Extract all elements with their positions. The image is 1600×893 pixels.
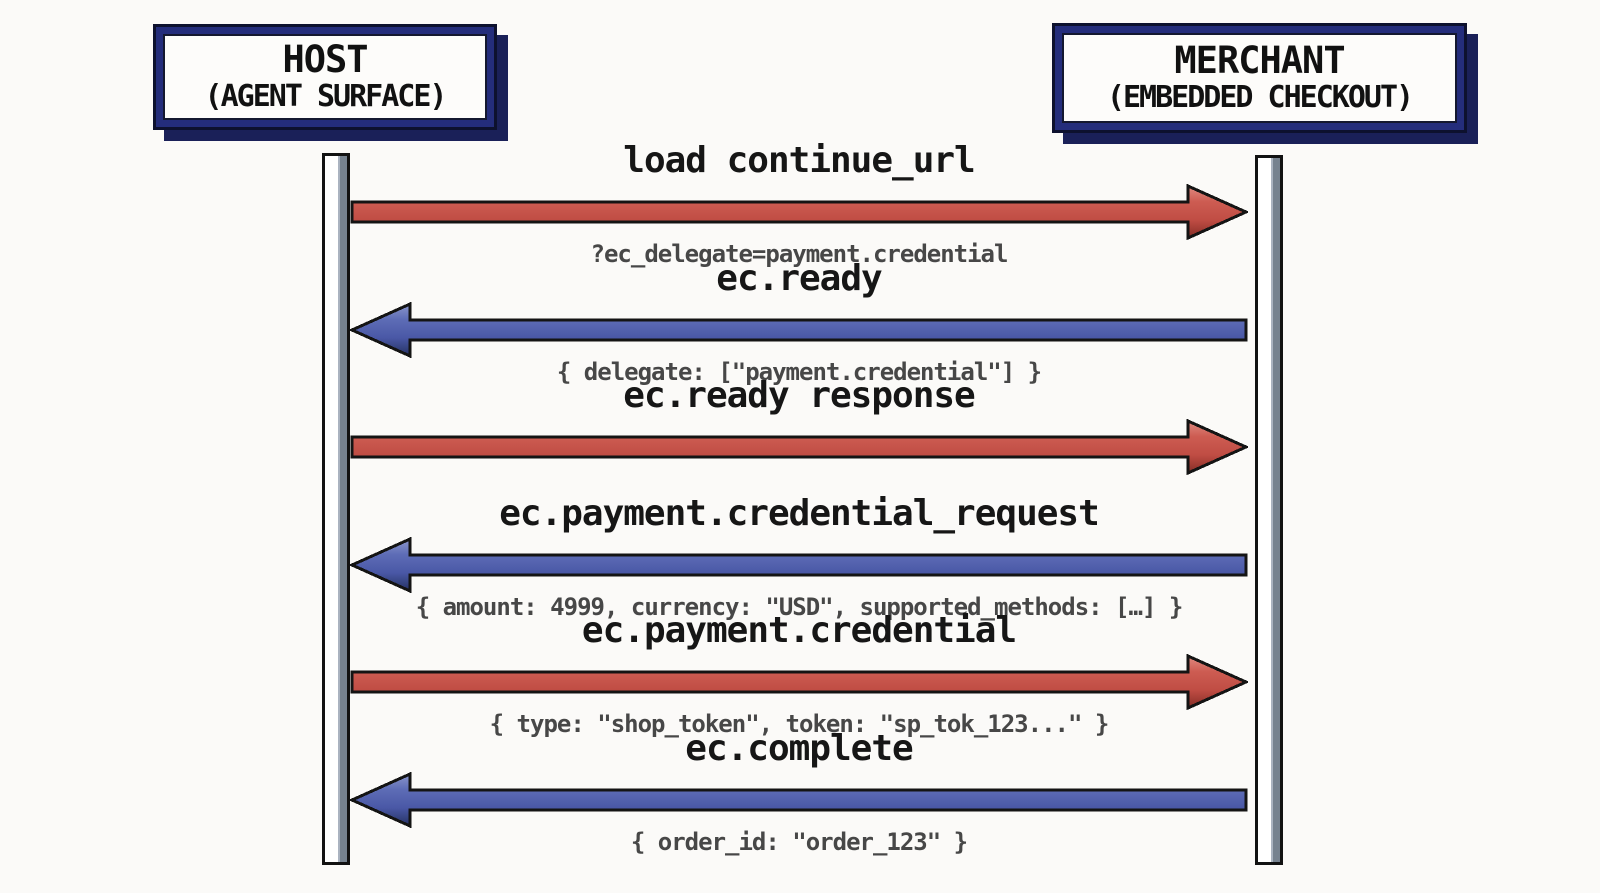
actor-box-merchant: MERCHANT (EMBEDDED CHECKOUT) [1052, 23, 1467, 133]
actor-host-title: HOST [282, 38, 368, 82]
message-arrow-icon [350, 418, 1248, 476]
lifeline-merchant [1255, 155, 1283, 865]
message-payload: { delegate: ["payment.credential"] } [556, 358, 1042, 386]
message-row-3-right: ec.ready response [350, 374, 1248, 508]
message-label: ec.ready [716, 258, 882, 299]
message-arrow-icon [350, 653, 1248, 711]
message-row-5-right: ec.payment.credential { type: "shop_toke… [350, 609, 1248, 743]
message-payload: { amount: 4999, currency: "USD", support… [415, 593, 1184, 621]
actor-merchant-subtitle: (EMBEDDED CHECKOUT) [1106, 79, 1414, 115]
message-payload: { type: "shop_token", token: "sp_tok_123… [489, 710, 1110, 738]
message-payload: { order_id: "order_123" } [630, 828, 968, 856]
actor-merchant-title: MERCHANT [1174, 39, 1345, 83]
message-row-1-right: load continue_url ?ec_delegate=payment.c… [350, 139, 1248, 273]
actor-host-subtitle: (AGENT SURFACE) [204, 78, 448, 114]
message-row-6-left: ec.complete { order_id: "order_123" } [350, 727, 1248, 861]
lifeline-host [322, 153, 350, 865]
message-arrow-icon [350, 771, 1248, 829]
message-label: load continue_url [623, 140, 975, 181]
message-label: ec.payment.credential_request [499, 493, 1100, 534]
message-arrow-icon [350, 536, 1248, 594]
actor-box-host: HOST (AGENT SURFACE) [153, 24, 497, 130]
message-arrow-icon [350, 183, 1248, 241]
message-row-4-left: ec.payment.credential_request { amount: … [350, 492, 1248, 626]
message-label: ec.payment.credential [581, 610, 1017, 651]
message-row-2-left: ec.ready { delegate: ["payment.credentia… [350, 257, 1248, 391]
actor-box-host-inner: HOST (AGENT SURFACE) [163, 34, 487, 120]
message-arrow-icon [350, 301, 1248, 359]
actor-box-merchant-inner: MERCHANT (EMBEDDED CHECKOUT) [1062, 33, 1457, 123]
message-payload: ?ec_delegate=payment.credential [590, 240, 1009, 268]
message-label: ec.complete [685, 728, 913, 769]
message-label: ec.ready response [623, 375, 975, 416]
